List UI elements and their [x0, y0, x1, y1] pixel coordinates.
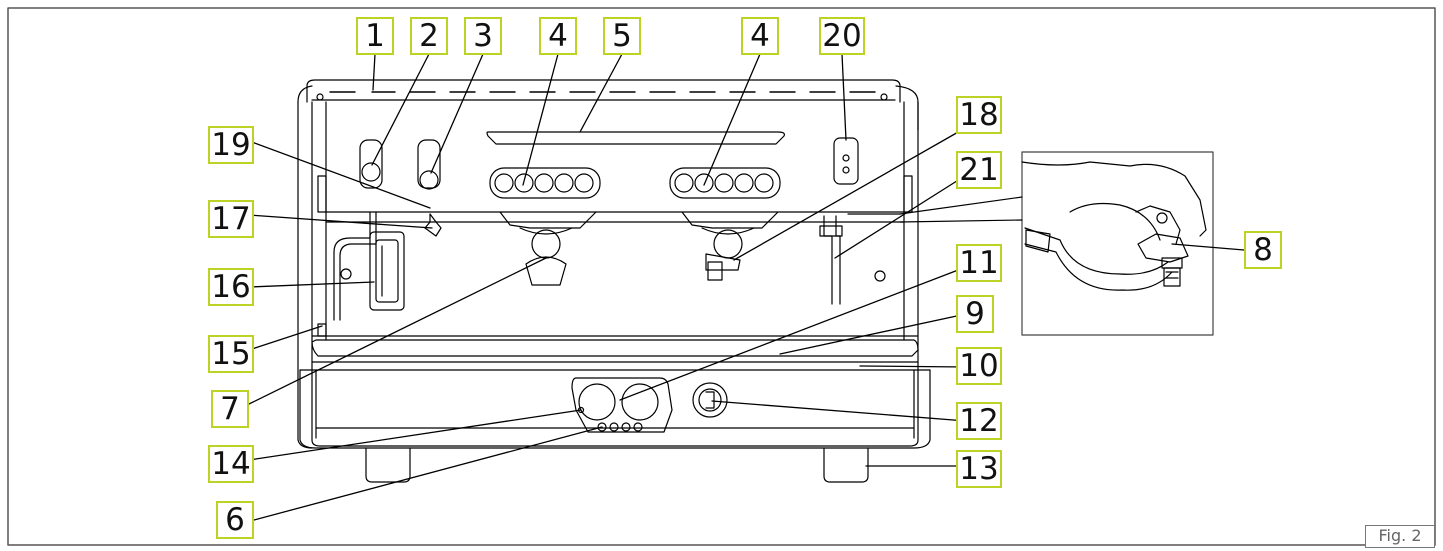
callout-label: 1 [356, 17, 394, 55]
callout-label: 18 [956, 96, 1002, 134]
front-panel [299, 369, 931, 449]
callout-label: 9 [956, 295, 994, 333]
espresso-machine [297, 79, 931, 483]
callout-label: 17 [208, 200, 254, 238]
callout-label: 21 [956, 151, 1002, 189]
detail-inset [899, 151, 1214, 336]
steam-wand [333, 211, 442, 321]
cup-warmer-tray [297, 79, 919, 131]
group-head-right [681, 211, 779, 281]
gauge-window [486, 131, 785, 145]
callout-label: 13 [956, 450, 1002, 488]
water-knob [417, 139, 441, 189]
callout-label: 4 [741, 17, 779, 55]
callout-label: 12 [956, 402, 1002, 440]
main-switch [692, 382, 728, 418]
pressure-gauges [571, 377, 673, 433]
callout-label: 14 [208, 445, 254, 483]
callout-label: 5 [603, 17, 641, 55]
portafilter-holder [369, 231, 405, 311]
machine-feet [365, 447, 869, 483]
figure-caption: Fig. 2 [1365, 525, 1435, 548]
callout-label: 16 [208, 268, 254, 306]
callout-label: 4 [539, 17, 577, 55]
keypad-left [489, 167, 601, 199]
leader-lines [248, 53, 1245, 521]
callout-label: 7 [211, 390, 249, 428]
callout-label: 3 [464, 17, 502, 55]
hot-water-wand [819, 215, 843, 305]
callout-label: 2 [410, 17, 448, 55]
callout-label: 6 [216, 501, 254, 539]
callout-label: 15 [208, 335, 254, 373]
steam-knob [359, 139, 383, 189]
callout-label: 8 [1244, 231, 1282, 269]
figure-frame [7, 7, 1436, 546]
callout-label: 10 [956, 347, 1002, 385]
callout-label: 11 [956, 244, 1002, 282]
keypad-right [669, 167, 781, 199]
machine-body [311, 101, 919, 447]
drip-tray [299, 335, 931, 371]
callout-label: 20 [819, 17, 865, 55]
callout-label: 19 [208, 126, 254, 164]
